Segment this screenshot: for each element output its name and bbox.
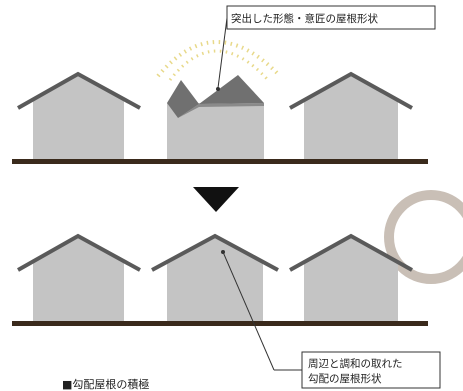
down-arrow-icon [193,187,239,212]
protruding-gable-left [167,80,199,118]
house-bottom-right [289,233,413,321]
callout-bottom: 周辺と調和の取れた 勾配の屋根形状 [221,250,441,389]
ground-line-top [12,159,428,164]
protruding-gable-right [199,75,264,104]
highlight-circle [384,190,463,284]
callout-top-text: 突出した形態・意匠の屋根形状 [231,12,378,25]
house-top-right [289,71,413,159]
callout-bottom-line2: 勾配の屋根形状 [308,372,382,385]
callout-bottom-line1: 周辺と調和の取れた [308,357,403,370]
house-top-left [17,71,141,159]
house-bottom-left [17,233,141,321]
house-top-protruding [167,75,264,160]
callout-top: 突出した形態・意匠の屋根形状 [216,5,436,91]
ground-line-bottom [12,321,428,326]
house-bottom-middle [151,233,279,321]
highlight-arcs [156,40,282,82]
figure-caption: ■勾配屋根の積極 [62,377,149,391]
